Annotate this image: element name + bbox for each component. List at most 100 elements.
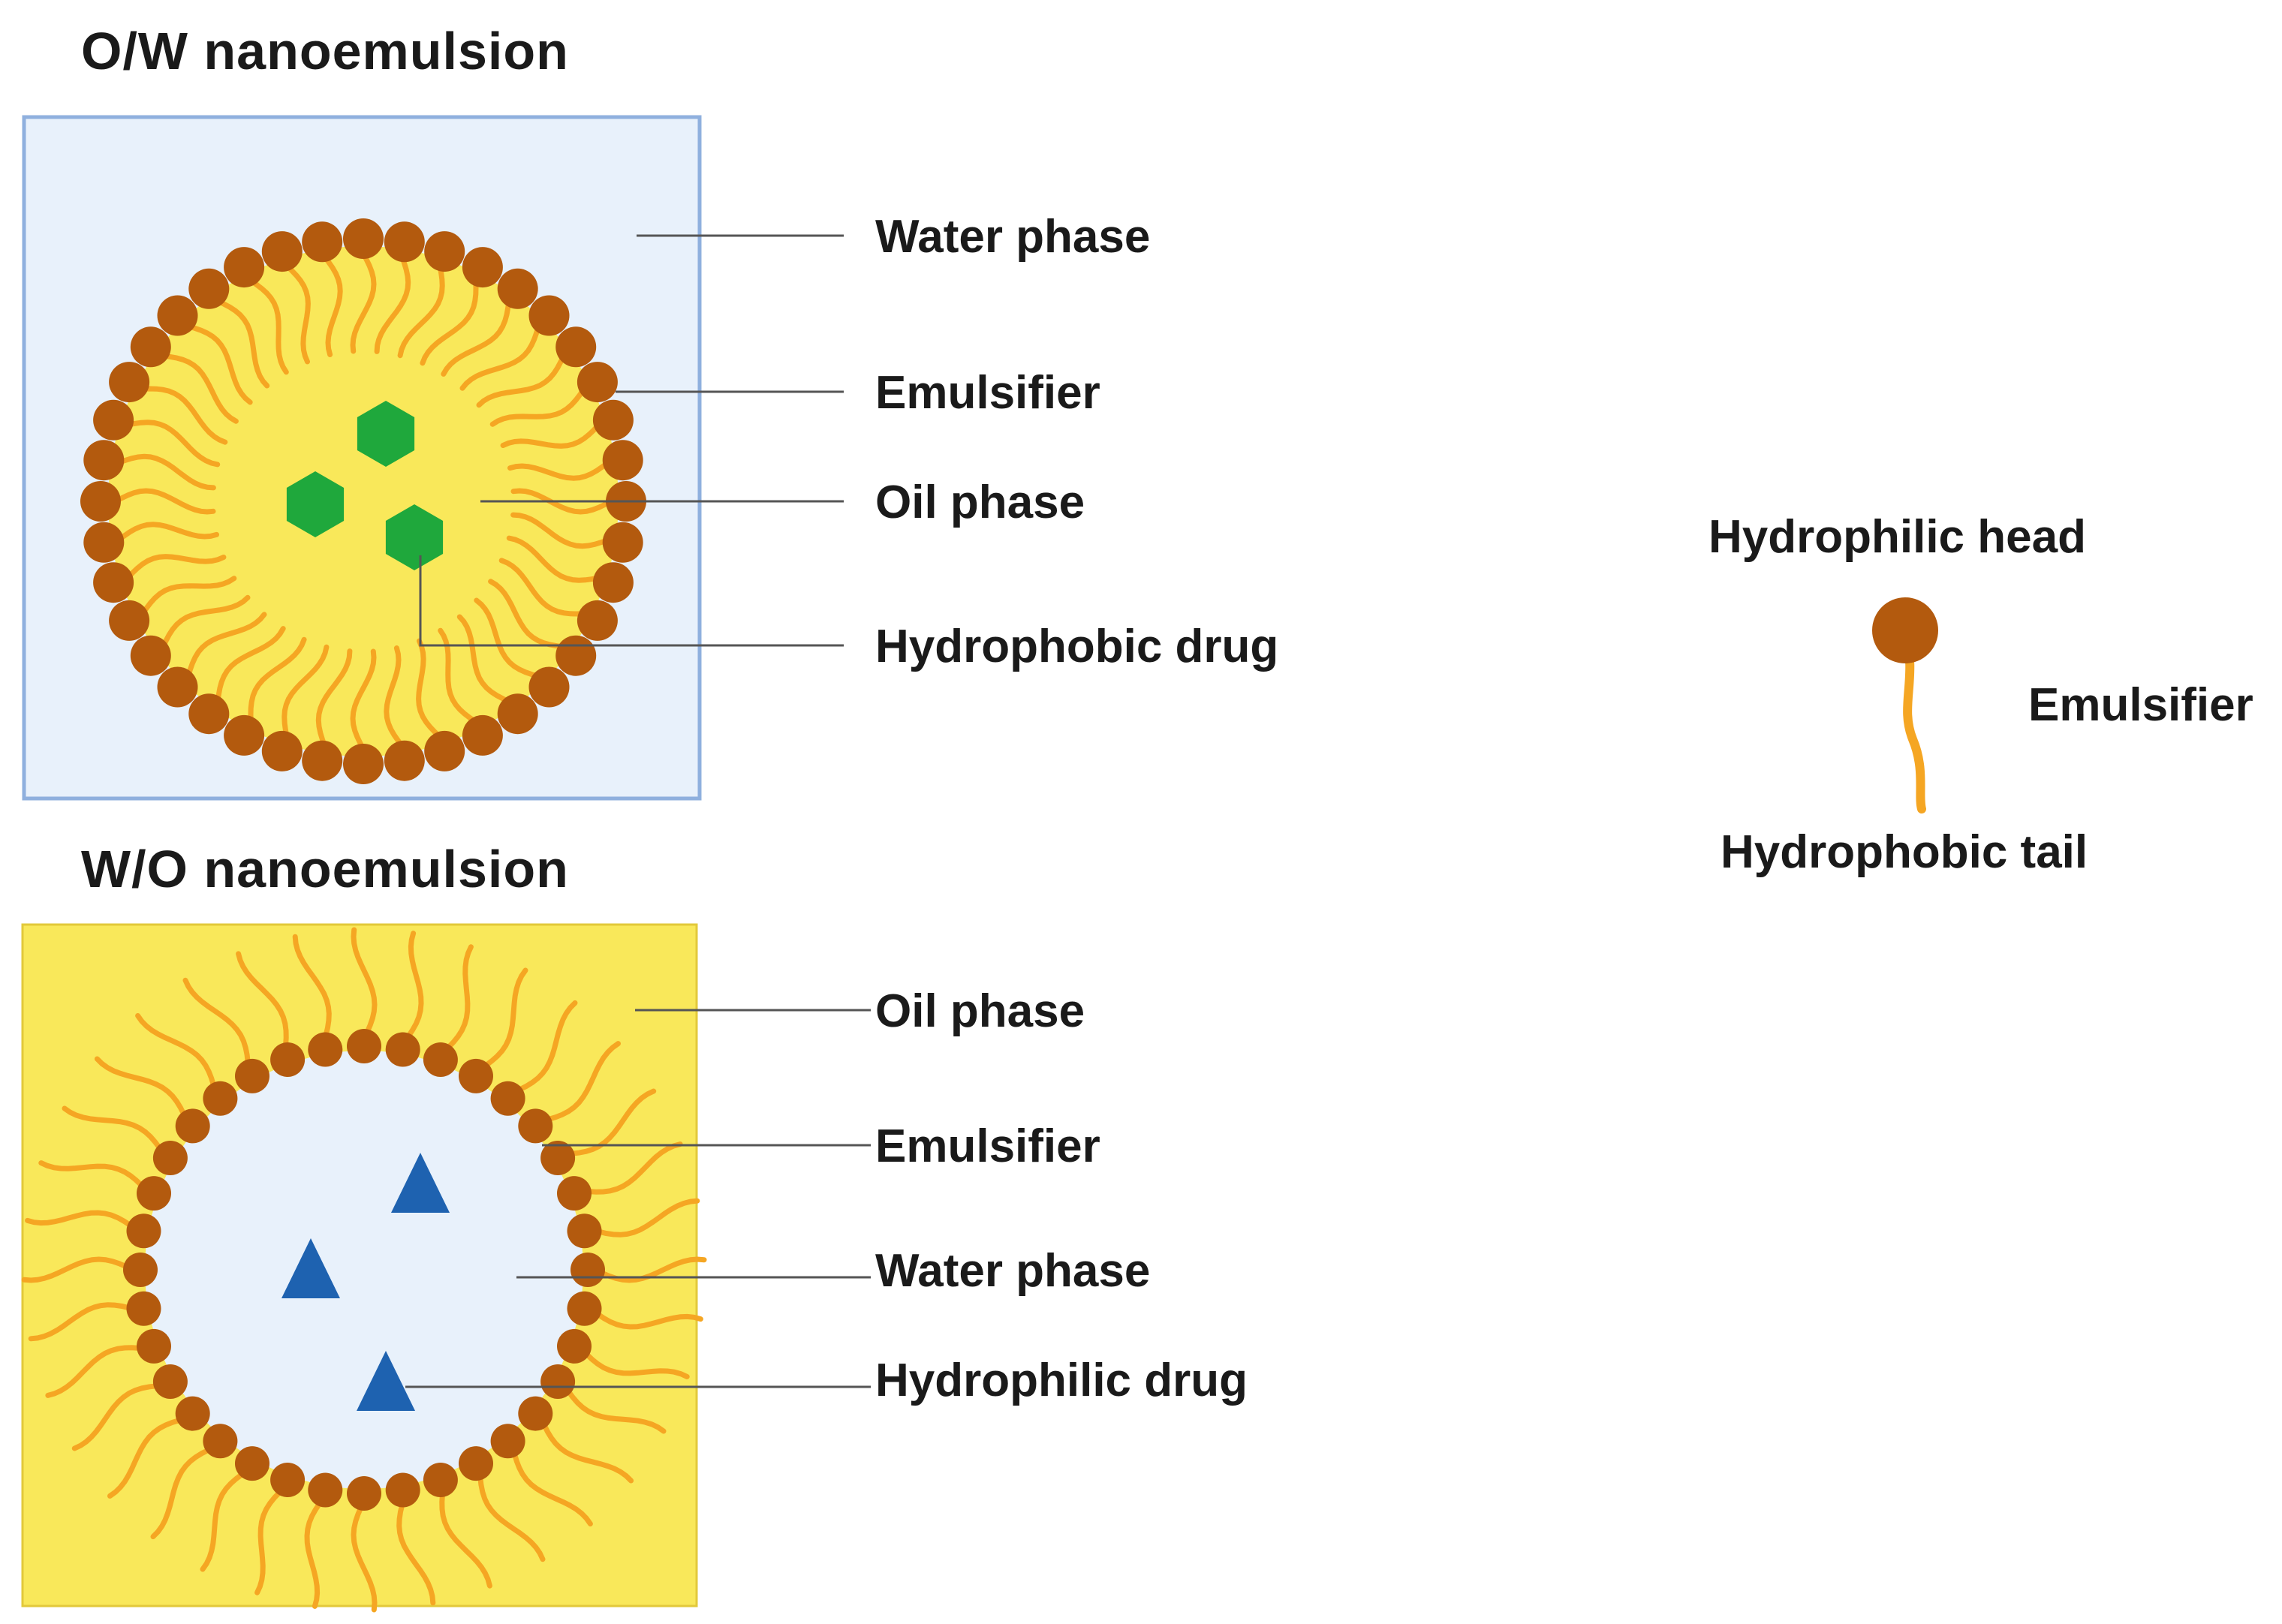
hexagon-icon [357,401,415,467]
ow-head [188,268,230,309]
ow-tail [456,614,512,705]
wo-tail [589,1198,700,1238]
ow-head [497,693,538,735]
ow-tail [459,323,541,391]
ow-head [555,635,597,676]
wo-head [175,1108,210,1144]
ow-head [528,295,570,336]
ow-head [497,268,538,309]
ow-tail [113,488,216,515]
ow-head [462,247,503,288]
ow-tail [510,512,611,549]
ow-drug-leader [419,555,844,647]
triangle-icon [281,1238,340,1298]
ow-tail [185,323,253,405]
wo-tail [25,1210,140,1232]
ow-tail [116,453,216,491]
wo-tail [304,1494,327,1609]
ow-head [109,600,150,641]
wo-head [540,1141,576,1175]
wo-tail [292,934,332,1045]
wo-tail [21,1256,136,1283]
ow-tail [248,636,307,725]
triangle-icon [357,1351,415,1411]
legend-head-label: Hydrophilic head [1708,511,2086,563]
ow-head [577,600,618,641]
wo-head [567,1213,602,1249]
ow-head [130,326,171,368]
wo-tail [45,1345,150,1398]
wo-head [270,1463,306,1497]
ow-head [602,522,643,563]
ow-water-label: Water phase [875,211,1150,263]
ow-head [424,730,465,771]
wo-emulsifier-label: Emulsifier [875,1120,1100,1172]
wo-head [235,1446,269,1481]
ow-head [343,744,384,784]
wo-drug-label: Hydrophilic drug [875,1355,1248,1406]
ow-tail [374,254,411,354]
hexagon-icon [385,504,444,570]
wo-head [126,1213,161,1249]
legend-tail-label: Hydrophobic tail [1721,826,2088,878]
ow-head [109,362,150,403]
wo-tail [150,1444,218,1540]
wo-head [175,1396,210,1431]
ow-tail [510,488,614,515]
ow-tail [500,422,602,449]
ow-emulsifier-tails [113,251,614,752]
wo-tail [62,1105,167,1157]
ow-tail [498,558,587,617]
wo-tail [254,1484,288,1595]
wo-tail [561,1088,657,1157]
wo-head [308,1472,343,1508]
wo-head [423,1042,458,1077]
ow-tail [281,644,330,740]
wo-head [518,1396,553,1431]
wo-tail [440,944,474,1056]
wo-tail [439,1484,492,1589]
wo-tail [396,1494,436,1606]
wo-tail [538,1415,634,1484]
wo-head [518,1108,553,1144]
legend-head [1872,597,1938,663]
wo-tail [578,1141,683,1195]
ow-head [93,562,134,603]
wo-head [557,1328,592,1364]
ow-head [224,714,265,756]
wo-tail [561,1382,667,1434]
wo-tail [351,1498,378,1613]
ow-tail [384,645,405,749]
ow-tail [185,612,267,679]
ow-tail [125,554,227,581]
wo-oil-label: Oil phase [875,985,1085,1037]
ow-head [83,522,125,563]
ow-head [261,231,303,272]
ow-tail [315,648,353,749]
wo-head [490,1424,525,1459]
ow-head [302,740,343,781]
wo-head [347,1476,381,1511]
wo-title: W/O nanoemulsion [81,840,569,898]
wo-head [152,1141,188,1175]
ow-panel: O/W nanoemulsion Water phase Emulsifier … [22,22,1278,801]
ow-title: O/W nanoemulsion [81,22,569,80]
wo-tail [94,1056,190,1124]
ow-head [384,740,425,781]
wo-head [137,1176,171,1211]
ow-tail [140,386,228,445]
ow-head [261,730,303,771]
wo-tail [477,967,528,1072]
wo-tail [236,951,289,1056]
wo-emulsifier-heads [123,1029,605,1511]
ow-head [302,221,343,263]
ow-oil-label: Oil phase [875,477,1085,528]
wo-hydrophilic-drugs [281,1153,450,1411]
ow-tail [476,353,567,408]
ow-head [157,666,198,708]
ow-tail [321,254,343,357]
wo-head [567,1291,602,1326]
wo-tail [510,1000,578,1096]
wo-tail [28,1302,140,1342]
